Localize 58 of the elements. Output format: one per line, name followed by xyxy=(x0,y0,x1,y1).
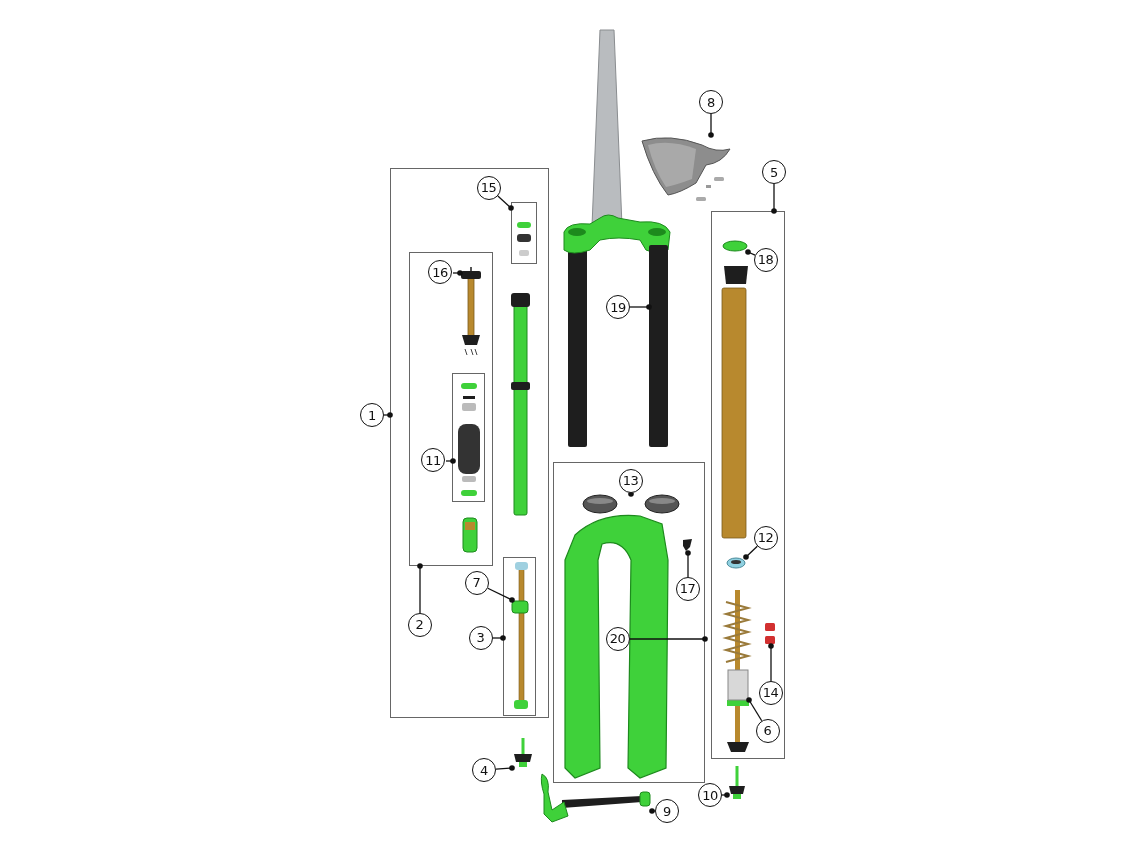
leader-line xyxy=(628,491,634,497)
leader-line xyxy=(495,765,515,771)
callout-number: 12 xyxy=(753,525,778,550)
callout-number: 5 xyxy=(762,160,786,184)
callout-number: 6 xyxy=(755,718,780,743)
knob-part xyxy=(727,766,747,800)
leader-line xyxy=(743,545,758,560)
callout-number: 15 xyxy=(476,175,501,200)
group-frame xyxy=(510,201,537,264)
rod-assembly xyxy=(459,267,483,355)
leader-line xyxy=(497,195,514,211)
callout-number: 17 xyxy=(675,576,700,601)
thru-axle xyxy=(538,772,652,824)
seal-pair xyxy=(581,493,680,514)
callout-number: 13 xyxy=(618,468,643,493)
clip-part xyxy=(511,599,529,615)
callout-number: 20 xyxy=(605,626,630,651)
cap-part xyxy=(721,239,748,252)
callout-number: 18 xyxy=(753,247,778,272)
leader-line xyxy=(492,635,506,641)
group-frame xyxy=(502,556,536,716)
callout-number: 4 xyxy=(472,758,496,782)
leader-line xyxy=(417,563,423,614)
callout-number: 9 xyxy=(655,799,679,823)
leader-line xyxy=(708,113,714,138)
leader-line xyxy=(685,550,691,578)
callout-number: 7 xyxy=(464,570,489,595)
sleeve-part xyxy=(726,669,749,700)
leader-line xyxy=(445,458,456,464)
knob-part xyxy=(512,738,534,768)
leader-line xyxy=(629,304,652,310)
group-frame xyxy=(452,373,485,502)
callout-number: 1 xyxy=(360,403,384,427)
group-frame xyxy=(408,251,493,566)
leader-line xyxy=(771,183,777,214)
leader-line xyxy=(649,808,656,814)
leader-line xyxy=(383,412,393,418)
spacer-pair xyxy=(763,621,776,646)
callout-number: 11 xyxy=(421,448,445,472)
leader-line xyxy=(629,636,708,642)
group-frame xyxy=(390,168,549,718)
leader-line xyxy=(452,270,463,276)
callout-number: 10 xyxy=(698,783,722,807)
leader-line xyxy=(768,643,774,682)
leader-line xyxy=(746,697,763,722)
callout-number: 3 xyxy=(468,625,493,650)
group-frame xyxy=(553,462,705,783)
stanchion-tube xyxy=(649,245,668,447)
callout-number: 16 xyxy=(428,260,452,284)
callout-number: 19 xyxy=(606,295,630,319)
callout-number: 8 xyxy=(699,90,723,114)
leader-line xyxy=(745,249,756,256)
callout-number: 14 xyxy=(758,680,783,705)
group-frame xyxy=(711,211,785,759)
ring-part xyxy=(725,556,746,569)
leader-line xyxy=(721,792,730,798)
leader-line xyxy=(487,587,515,603)
callout-number: 2 xyxy=(407,612,432,637)
